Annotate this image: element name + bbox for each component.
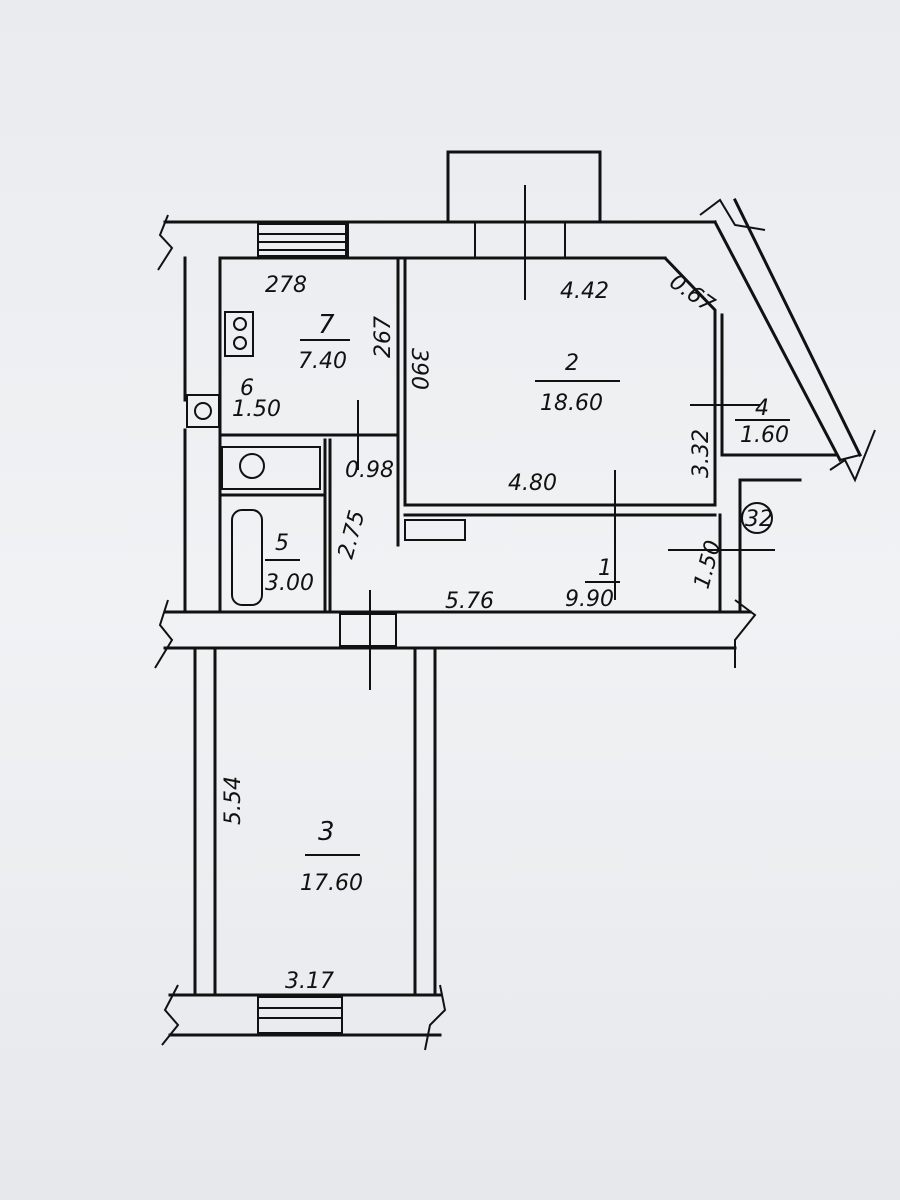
apartment-number-badge: 32 <box>741 502 773 534</box>
dim-corridor-length: 5.76 <box>445 589 494 614</box>
dim-kitchen-length: 267 <box>371 316 396 358</box>
toilet-icon <box>239 453 265 479</box>
vent-icon <box>194 402 212 420</box>
walls <box>154 150 876 1051</box>
dimension-labels: 278 267 390 4.42 0.67 3.32 4.80 0.98 2.7… <box>221 269 726 994</box>
room-5-number: 5 <box>275 531 289 556</box>
room-3-number: 3 <box>318 817 335 847</box>
room-2-area: 18.60 <box>540 391 603 416</box>
room-2-number: 2 <box>565 351 579 376</box>
dim-room2-corner: 0.67 <box>665 269 719 318</box>
room-5-area: 3.00 <box>265 571 314 596</box>
room-1-area: 9.90 <box>565 587 614 612</box>
dim-room2-top: 4.42 <box>560 279 609 304</box>
apartment-number: 32 <box>745 507 773 532</box>
dim-room2-bottom: 4.80 <box>508 471 557 496</box>
dim-room3-width: 3.17 <box>285 969 334 994</box>
room-4-area: 1.60 <box>740 423 789 448</box>
room-7-number: 7 <box>318 310 335 340</box>
dim-room2-right: 3.32 <box>689 429 714 478</box>
bathtub-icon <box>231 509 263 606</box>
window-bottom <box>257 996 343 1034</box>
window-top <box>257 223 347 257</box>
room-6-area: 1.50 <box>232 397 281 422</box>
dim-room2-left: 390 <box>406 348 431 390</box>
dim-kitchen-width: 278 <box>265 273 307 298</box>
room-6-number: 6 <box>240 376 254 401</box>
dim-bath-length: 2.75 <box>334 508 371 562</box>
stove-icon <box>224 311 254 357</box>
room-4-number: 4 <box>755 396 769 421</box>
room-7-area: 7.40 <box>298 349 347 374</box>
room-labels: 7 7.40 2 18.60 4 1.60 6 1.50 5 3.00 1 9.… <box>232 310 789 896</box>
room-3-area: 17.60 <box>300 871 363 896</box>
dim-room3-length: 5.54 <box>221 776 246 825</box>
dim-wc-width: 0.98 <box>345 458 394 483</box>
room-1-number: 1 <box>598 556 612 581</box>
